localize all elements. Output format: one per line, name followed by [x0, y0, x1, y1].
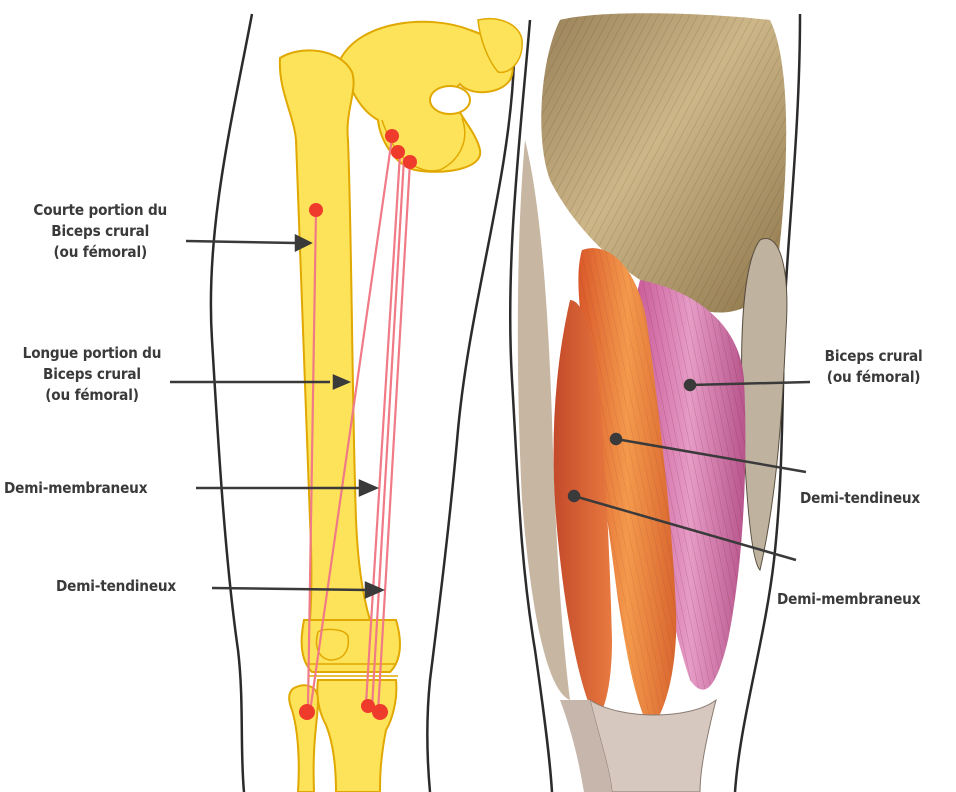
pointer-dot-biceps: [685, 380, 695, 390]
label-line: Biceps crural: [812, 346, 935, 367]
fibula-bone: [289, 685, 318, 792]
insertion-point-tibia-2: [372, 704, 388, 720]
pointer-dot-demi-tendineux: [611, 434, 621, 444]
label-demi-membraneux-right: Demi-membraneux: [777, 589, 944, 610]
label-line: Longue portion du: [4, 343, 180, 364]
label-line: Demi-membraneux: [4, 478, 198, 499]
label-biceps-crural-right: Biceps crural (ou fémoral): [812, 346, 935, 388]
label-line: (ou fémoral): [812, 367, 935, 388]
femur-bone: [280, 50, 370, 620]
obturator-foramen: [430, 86, 470, 114]
left-leg-skeleton-view: [211, 14, 522, 792]
tibia-bone: [317, 680, 396, 792]
pointer-dot-demi-membraneux: [569, 491, 579, 501]
label-line: Demi-membraneux: [777, 589, 944, 610]
label-longue-portion-biceps: Longue portion du Biceps crural (ou fémo…: [4, 343, 180, 406]
insertion-point-fibula: [299, 704, 315, 720]
label-line: Biceps crural: [14, 221, 186, 242]
label-courte-portion-biceps: Courte portion du Biceps crural (ou fémo…: [14, 200, 186, 263]
leader-courte-portion: [186, 241, 296, 243]
origin-point-ischium-3: [403, 155, 417, 169]
label-demi-tendineux-left: Demi-tendineux: [56, 576, 214, 597]
left-leg-outline-left: [211, 14, 252, 792]
label-demi-membraneux-left: Demi-membraneux: [4, 478, 198, 499]
arrowhead-demi-membraneux-left: [360, 481, 376, 495]
label-line: Courte portion du: [14, 200, 186, 221]
right-leg-muscle-view: [510, 13, 800, 792]
vastus-lateralis: [742, 238, 787, 570]
label-line: Demi-tendineux: [800, 488, 941, 509]
label-line: (ou fémoral): [14, 242, 186, 263]
label-line: (ou fémoral): [4, 385, 180, 406]
label-line: Biceps crural: [4, 364, 180, 385]
label-line: Demi-tendineux: [56, 576, 214, 597]
label-demi-tendineux-right: Demi-tendineux: [800, 488, 941, 509]
origin-point-ischium-2: [391, 145, 405, 159]
origin-point-short-head: [309, 203, 323, 217]
origin-point-ischium-1: [385, 129, 399, 143]
